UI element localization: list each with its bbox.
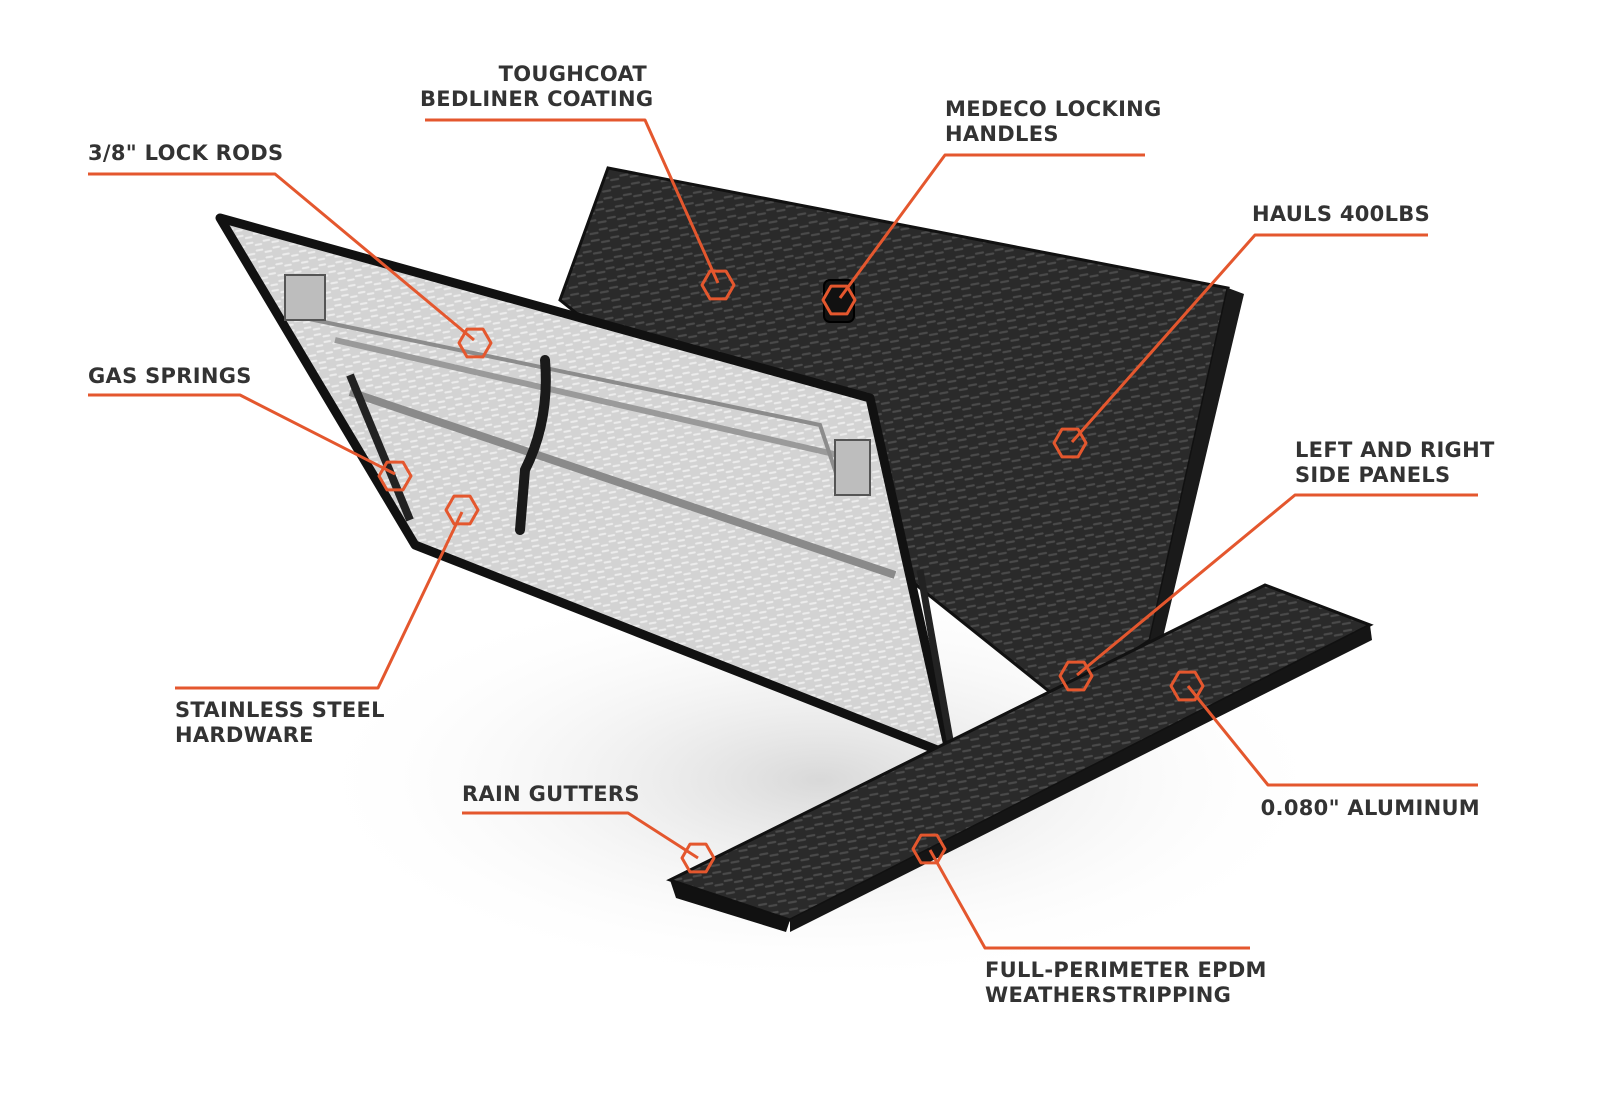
callout-gas-springs-line-1: GAS SPRINGS xyxy=(88,364,252,388)
callout-lock-rods-line-1: 3/8" LOCK RODS xyxy=(88,141,284,165)
callout-epdm: FULL-PERIMETER EPDM WEATHERSTRIPPING xyxy=(985,958,1267,1008)
callout-toughcoat-line-2: BEDLINER COATING xyxy=(420,87,654,111)
callout-toughcoat: TOUGHCOAT BEDLINER COATING xyxy=(420,62,654,112)
callout-lock-rods-line xyxy=(88,172,493,359)
callout-epdm-line-2: WEATHERSTRIPPING xyxy=(985,983,1232,1007)
callout-epdm-line xyxy=(911,833,1250,950)
callout-stainless-line xyxy=(175,494,480,690)
callout-rain-gutters: RAIN GUTTERS xyxy=(462,782,640,807)
callout-aluminum-line-1: 0.080" ALUMINUM xyxy=(1260,796,1480,820)
callout-medeco-line-2: HANDLES xyxy=(945,122,1059,146)
callout-hauls: HAULS 400LBS xyxy=(1230,202,1430,227)
callout-hauls-line xyxy=(1052,233,1428,459)
callout-epdm-line-1: FULL-PERIMETER EPDM xyxy=(985,958,1267,982)
callout-side-panels-line-1: LEFT AND RIGHT xyxy=(1295,438,1495,462)
callout-medeco: MEDECO LOCKING HANDLES xyxy=(945,97,1162,147)
callout-toughcoat-line xyxy=(425,118,736,301)
callout-medeco-line xyxy=(821,153,1145,316)
rear-black-panel xyxy=(558,166,1244,702)
aluminum-underside-panel xyxy=(215,213,955,760)
callout-side-panels: LEFT AND RIGHT SIDE PANELS xyxy=(1295,438,1495,488)
callout-toughcoat-line-1: TOUGHCOAT xyxy=(498,62,647,86)
callout-stainless-line-2: HARDWARE xyxy=(175,723,314,747)
bottom-rail xyxy=(666,583,1374,932)
callout-aluminum-line xyxy=(1169,670,1478,787)
callout-stainless-line-1: STAINLESS STEEL xyxy=(175,698,385,722)
callout-lock-rods: 3/8" LOCK RODS xyxy=(88,141,283,166)
callout-gas-springs-line xyxy=(88,393,413,492)
callout-rain-gutters-line xyxy=(462,811,716,874)
callout-side-panels-line-2: SIDE PANELS xyxy=(1295,463,1451,487)
callout-gas-springs: GAS SPRINGS xyxy=(88,364,252,389)
callout-aluminum: 0.080" ALUMINUM xyxy=(1240,796,1480,821)
callout-medeco-line-1: MEDECO LOCKING xyxy=(945,97,1162,121)
callout-side-panels-line xyxy=(1058,493,1478,692)
callout-stainless: STAINLESS STEEL HARDWARE xyxy=(175,698,385,748)
callout-hauls-line-1: HAULS 400LBS xyxy=(1252,202,1430,226)
callout-rain-gutters-line-1: RAIN GUTTERS xyxy=(462,782,640,806)
